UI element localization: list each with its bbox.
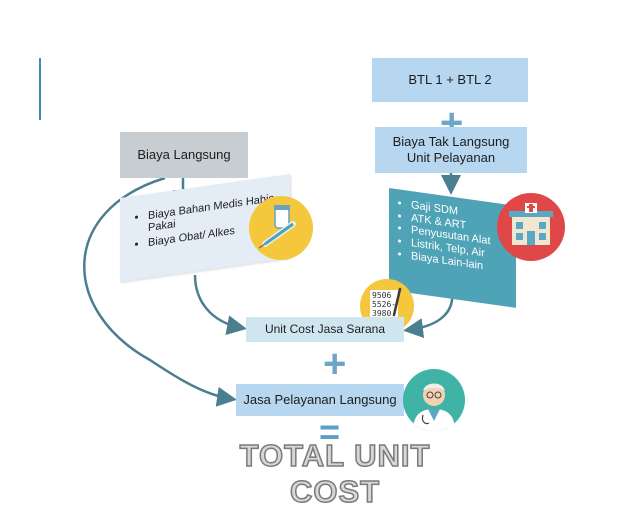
biaya-langsung-box: Biaya Langsung <box>120 132 248 178</box>
jasa-pelayanan-box: Jasa Pelayanan Langsung <box>236 384 404 416</box>
arrow-left-card <box>193 274 247 336</box>
plus-icon: + <box>323 342 347 386</box>
arrow-bl-curve <box>83 176 237 407</box>
biaya-tak-langsung-box: Biaya Tak Langsung Unit Pelayanan <box>375 127 527 173</box>
calc-paper: 9506 5526- 3980 <box>370 290 398 322</box>
btl-label: BTL 1 + BTL 2 <box>408 71 492 87</box>
unit-cost-label: Unit Cost Jasa Sarana <box>264 322 386 336</box>
total-unit-cost-title: TOTAL UNIT COST <box>239 437 431 510</box>
btl-box: BTL 1 + BTL 2 <box>372 58 528 102</box>
equals-icon: = <box>319 411 341 452</box>
calc-line: 9506 <box>372 291 392 300</box>
jasa-pelayanan-label: Jasa Pelayanan Langsung <box>243 391 397 407</box>
syringe-medicine-icon <box>249 196 313 260</box>
accent-line <box>39 58 41 120</box>
unit-cost-jasa-sarana-box: Unit Cost Jasa Sarana <box>246 317 404 342</box>
calc-line: 5526- <box>372 300 397 310</box>
calc-line: 3980 <box>372 309 392 319</box>
hospital-icon <box>497 193 565 261</box>
doctor-avatar-icon <box>403 369 465 431</box>
biaya-tak-langsung-label-1: Biaya Tak Langsung <box>392 133 510 149</box>
biaya-langsung-label: Biaya Langsung <box>137 146 231 162</box>
biaya-tak-langsung-label-2: Unit Pelayanan <box>406 150 496 165</box>
